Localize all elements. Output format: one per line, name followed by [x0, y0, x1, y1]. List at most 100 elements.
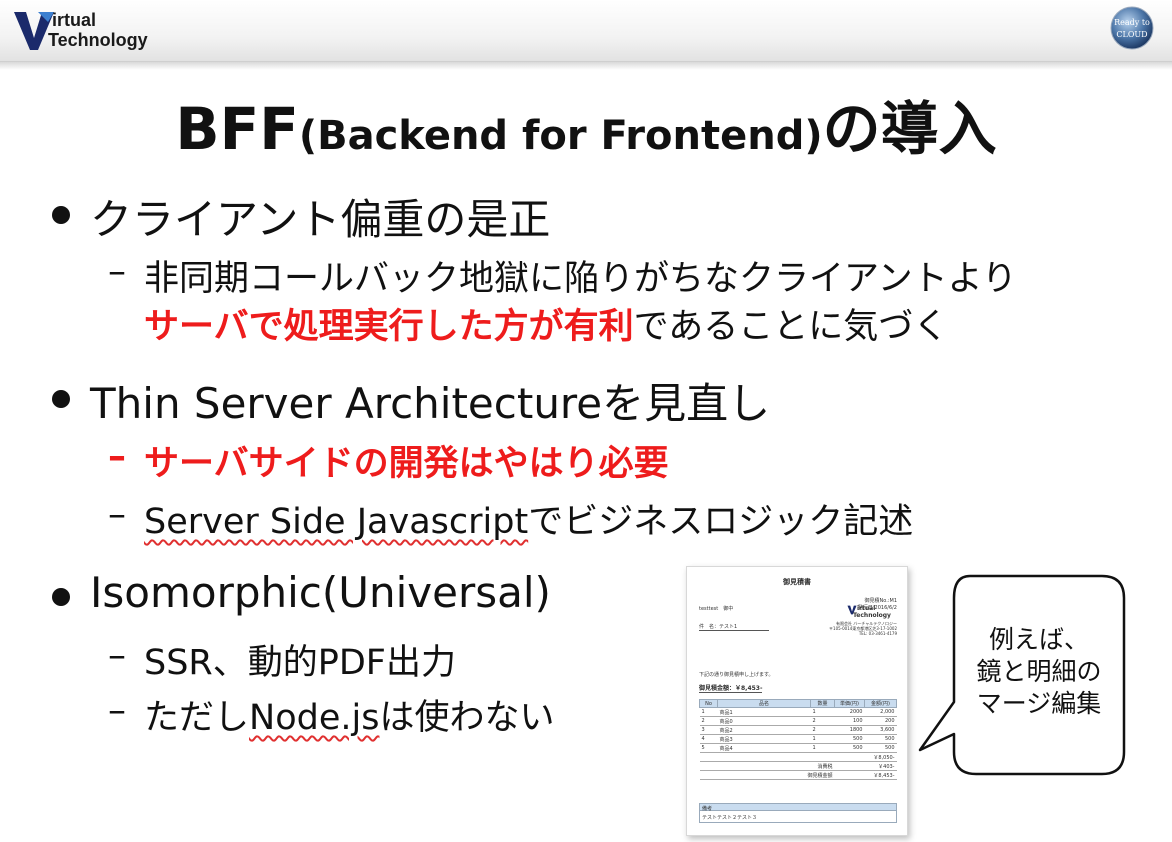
callout-line-3: マージ編集 — [976, 689, 1102, 718]
bullet-1-sub-2-rest: であることに気づく — [633, 307, 949, 347]
doc-col-amount: 金額(円) — [864, 699, 897, 708]
table-row: 5 商品4 1 500 500 — [699, 743, 897, 753]
subtotal-row: ￥8,050- — [699, 752, 897, 762]
tax-row: 消費税 ￥403- — [699, 761, 897, 771]
doc-col-item: 品名 — [717, 699, 811, 708]
bullet-dot — [52, 390, 70, 408]
doc-subject: 件 名：テスト1 — [699, 623, 769, 631]
table-cell: 3,600 — [864, 725, 897, 735]
bullet-3-text: Isomorphic(Universal) — [90, 568, 551, 617]
table-cell: 500 — [864, 734, 897, 744]
company-logo: irtual Technology — [12, 8, 182, 54]
callout-bubble — [918, 574, 1126, 776]
table-cell: 商品2 — [717, 725, 811, 735]
table-cell: 500 — [834, 743, 865, 753]
cloud-badge-icon — [1110, 6, 1154, 50]
bullet-2-sub-1: サーバサイドの開発はやはり必要 — [144, 435, 669, 486]
logo-text-virtual: irtual — [52, 10, 97, 30]
table-cell: 商品3 — [717, 734, 811, 744]
grand-total-row: 御見積金額 ￥8,453- — [699, 770, 897, 780]
table-cell: 1800 — [834, 725, 865, 735]
dash-marker: – — [108, 436, 126, 477]
doc-title: 御見積書 — [783, 578, 811, 586]
doc-logo-icon — [847, 605, 857, 615]
spellcheck-word-ssjs: Server Side Javascript — [144, 502, 529, 542]
table-cell: 500 — [864, 743, 897, 753]
table-cell: 3 — [699, 725, 718, 735]
doc-subtotal: ￥8,050- — [834, 752, 897, 762]
doc-company-tel: TEL: 03-3461-4179 — [858, 631, 897, 636]
doc-col-qty: 数量 — [810, 699, 835, 708]
table-cell: 100 — [834, 716, 865, 726]
table-cell: 2 — [699, 716, 718, 726]
doc-company-address: 〒105-0014東京都港区芝3-17-1002 — [829, 626, 897, 631]
table-cell: 200 — [864, 716, 897, 726]
doc-remarks-label: 備考 — [702, 806, 713, 812]
table-cell: 2000 — [834, 707, 865, 717]
doc-company-name: 有限会社 バーチャルテクノロジー — [836, 621, 897, 626]
table-cell: 1 — [810, 743, 835, 753]
doc-remarks-header: 備考 — [699, 803, 897, 812]
bullet-2-sub-2: Server Side Javascriptでビジネスロジック記述 — [144, 493, 913, 544]
bullet-1-text: クライアント偏重の是正 — [90, 195, 551, 244]
spellcheck-word-nodejs: Node.js — [249, 698, 380, 738]
doc-remarks-box: テストテスト２テスト３ — [699, 811, 897, 823]
table-cell: 1 — [699, 707, 718, 717]
table-cell: 4 — [699, 734, 718, 744]
badge-text-cloud: CLOUD — [1116, 30, 1148, 39]
table-cell: 2,000 — [864, 707, 897, 717]
doc-grand-total: ￥8,453- — [834, 770, 897, 780]
callout-line-1: 例えば、 — [988, 625, 1089, 654]
table-row: 3 商品2 2 1800 3,600 — [699, 725, 897, 735]
table-cell: 5 — [699, 743, 718, 753]
estimate-document-thumbnail: 御見積書 御見積No.:M1 発行日:2016/6/2 testtest 御中 … — [686, 566, 908, 836]
v-logo-icon — [14, 12, 54, 50]
bullet-2-sub-2-rest: でビジネスロジック記述 — [528, 502, 914, 542]
bullet-dot — [52, 588, 70, 606]
ready-to-cloud-badge: Ready to CLOUD — [1110, 6, 1154, 50]
table-cell: 商品1 — [717, 707, 811, 717]
bullet-3-sub-2-pre: ただし — [144, 698, 250, 738]
bullet-3-sub-1: SSR、動的PDF出力 — [144, 643, 456, 683]
title-suffix: の導入 — [822, 95, 997, 163]
table-cell: 1 — [810, 734, 835, 744]
doc-logo-text-2: Technology — [853, 612, 891, 619]
doc-remarks-text: テストテスト２テスト３ — [702, 815, 758, 821]
title-subtitle: (Backend for Frontend) — [298, 113, 823, 159]
dash-marker: – — [108, 251, 126, 292]
callout-line-2: 鏡と明細の — [976, 657, 1102, 686]
doc-total-amount: 御見積金額：￥8,453- — [699, 685, 763, 693]
doc-date: 発行日:2016/6/2 — [857, 605, 897, 611]
bullet-2-sub-1-highlight: サーバサイドの開発はやはり必要 — [144, 444, 669, 484]
slide-header: irtual Technology Ready to CLOUD — [0, 0, 1172, 62]
bullet-2-text: Thin Server Architectureを見直し — [90, 379, 771, 428]
doc-tax-label: 消費税 — [699, 761, 835, 771]
doc-line-items-table: No 品名 数量 単価(円) 金額(円) 1 商品1 1 2000 2,000 … — [699, 699, 897, 780]
badge-text-ready: Ready to — [1114, 18, 1150, 27]
table-row: 1 商品1 1 2000 2,000 — [699, 707, 897, 717]
dash-marker: – — [108, 690, 126, 731]
header-shadow — [0, 62, 1172, 70]
dash-marker: – — [108, 635, 126, 676]
table-row: 2 商品0 2 100 200 — [699, 716, 897, 726]
slide-title: BFF(Backend for Frontend)の導入 — [0, 82, 1172, 166]
title-bff: BFF — [175, 95, 299, 163]
bullet-1-sub-2: サーバで処理実行した方が有利であることに気づく — [144, 298, 948, 349]
doc-logo-text-1: irtual — [857, 605, 876, 612]
table-cell: 2 — [810, 725, 835, 735]
table-cell: 1 — [810, 707, 835, 717]
bullet-1-sub-2-highlight: サーバで処理実行した方が有利 — [144, 307, 634, 347]
doc-number: 御見積No.:M1 — [864, 598, 897, 604]
doc-recipient: testtest 御中 — [699, 606, 734, 612]
doc-greeting: 下記の通り御見積申し上げます。 — [699, 672, 774, 678]
callout-text: 例えば、 鏡と明細の マージ編集 — [954, 624, 1124, 720]
doc-table-header-row: No 品名 数量 単価(円) 金額(円) — [699, 699, 897, 708]
doc-col-unit: 単価(円) — [834, 699, 865, 708]
table-cell: 商品4 — [717, 743, 811, 753]
table-cell: 2 — [810, 716, 835, 726]
table-cell: 商品0 — [717, 716, 811, 726]
table-row: 4 商品3 1 500 500 — [699, 734, 897, 744]
doc-col-no: No — [699, 699, 718, 708]
bullet-1-sub-1: 非同期コールバック地獄に陥りがちなクライアントより — [144, 259, 1017, 299]
dash-marker: – — [108, 494, 126, 535]
